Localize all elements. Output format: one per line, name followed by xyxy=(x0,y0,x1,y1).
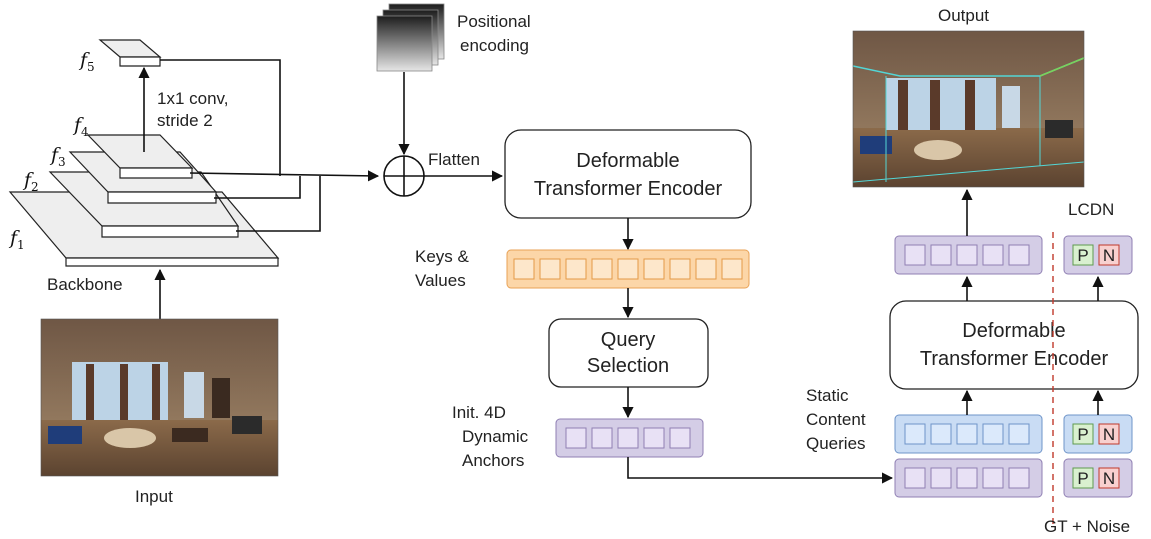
p-label: P xyxy=(1077,469,1088,488)
static-label-line3: Queries xyxy=(806,434,866,453)
flatten-label: Flatten xyxy=(428,150,480,169)
static-content-tokens xyxy=(894,414,1043,454)
encoder-label-line1: Deformable xyxy=(576,150,679,172)
f4-plate-side xyxy=(119,167,193,179)
n-label: N xyxy=(1103,469,1115,488)
encoder-box xyxy=(504,129,752,219)
f3-plate-side xyxy=(107,191,217,204)
conv-label-line2: stride 2 xyxy=(157,111,213,130)
anchors-label-line3: Anchors xyxy=(462,451,524,470)
positional-label-line2: encoding xyxy=(460,36,529,55)
output-image xyxy=(852,30,1085,188)
denoise-group-anchor: P N xyxy=(1063,458,1133,498)
conv-label-line1: 1x1 conv, xyxy=(157,89,229,108)
anchors-to-decoder-arrow xyxy=(627,457,894,484)
backbone-label: Backbone xyxy=(47,275,123,294)
input-image xyxy=(40,318,279,477)
lcdn-label: LCDN xyxy=(1068,200,1114,219)
f1-label: f1 xyxy=(8,227,25,252)
decoder-label-line1: Deformable xyxy=(962,320,1065,342)
p-label: P xyxy=(1077,246,1088,265)
f2-plate-side xyxy=(101,225,239,238)
input-label: Input xyxy=(135,487,173,506)
gt-noise-label: GT + Noise xyxy=(1044,517,1130,536)
add-node xyxy=(383,155,425,197)
f3-connector xyxy=(214,176,301,199)
decoder-box xyxy=(889,300,1139,390)
n-label: N xyxy=(1103,425,1115,444)
p-label: P xyxy=(1077,425,1088,444)
static-label-line1: Static xyxy=(806,386,849,405)
anchors-label-line1: Init. 4D xyxy=(452,403,506,422)
anchors-label-line2: Dynamic xyxy=(462,427,529,446)
static-label-line2: Content xyxy=(806,410,866,429)
query-label-line2: Selection xyxy=(587,355,669,377)
f4-label: f4 xyxy=(72,114,89,139)
output-label: Output xyxy=(938,6,989,25)
anchor-tokens xyxy=(555,418,704,458)
keys-label-line2: Values xyxy=(415,271,466,290)
f2-label: f2 xyxy=(22,169,39,194)
query-label-line1: Query xyxy=(601,329,655,351)
positional-encoding-stack xyxy=(376,3,445,72)
f5-plate xyxy=(98,39,162,58)
f2-connector xyxy=(236,176,321,232)
f3-label: f3 xyxy=(49,144,66,169)
decoder-label-line2: Transformer Encoder xyxy=(920,348,1109,370)
keys-label-line1: Keys & xyxy=(415,247,470,266)
keys-values-tokens xyxy=(506,249,750,289)
f5-plate-side xyxy=(119,56,161,67)
lcdn-tokens: P N xyxy=(1063,235,1133,275)
f5-connector xyxy=(160,59,281,176)
encoder-label-line2: Transformer Encoder xyxy=(534,178,723,200)
denoise-group-static: P N xyxy=(1063,414,1133,454)
output-tokens xyxy=(894,235,1043,275)
decoder-anchor-tokens xyxy=(894,458,1043,498)
positional-label-line1: Positional xyxy=(457,12,531,31)
n-label: N xyxy=(1103,246,1115,265)
feature-pyramid: f1 f2 f3 f4 f5 1x1 conv, stride 2 Backbo… xyxy=(8,39,380,319)
f5-label: f5 xyxy=(78,49,95,74)
f4-connector xyxy=(189,170,380,182)
f1-plate-side xyxy=(65,257,279,267)
